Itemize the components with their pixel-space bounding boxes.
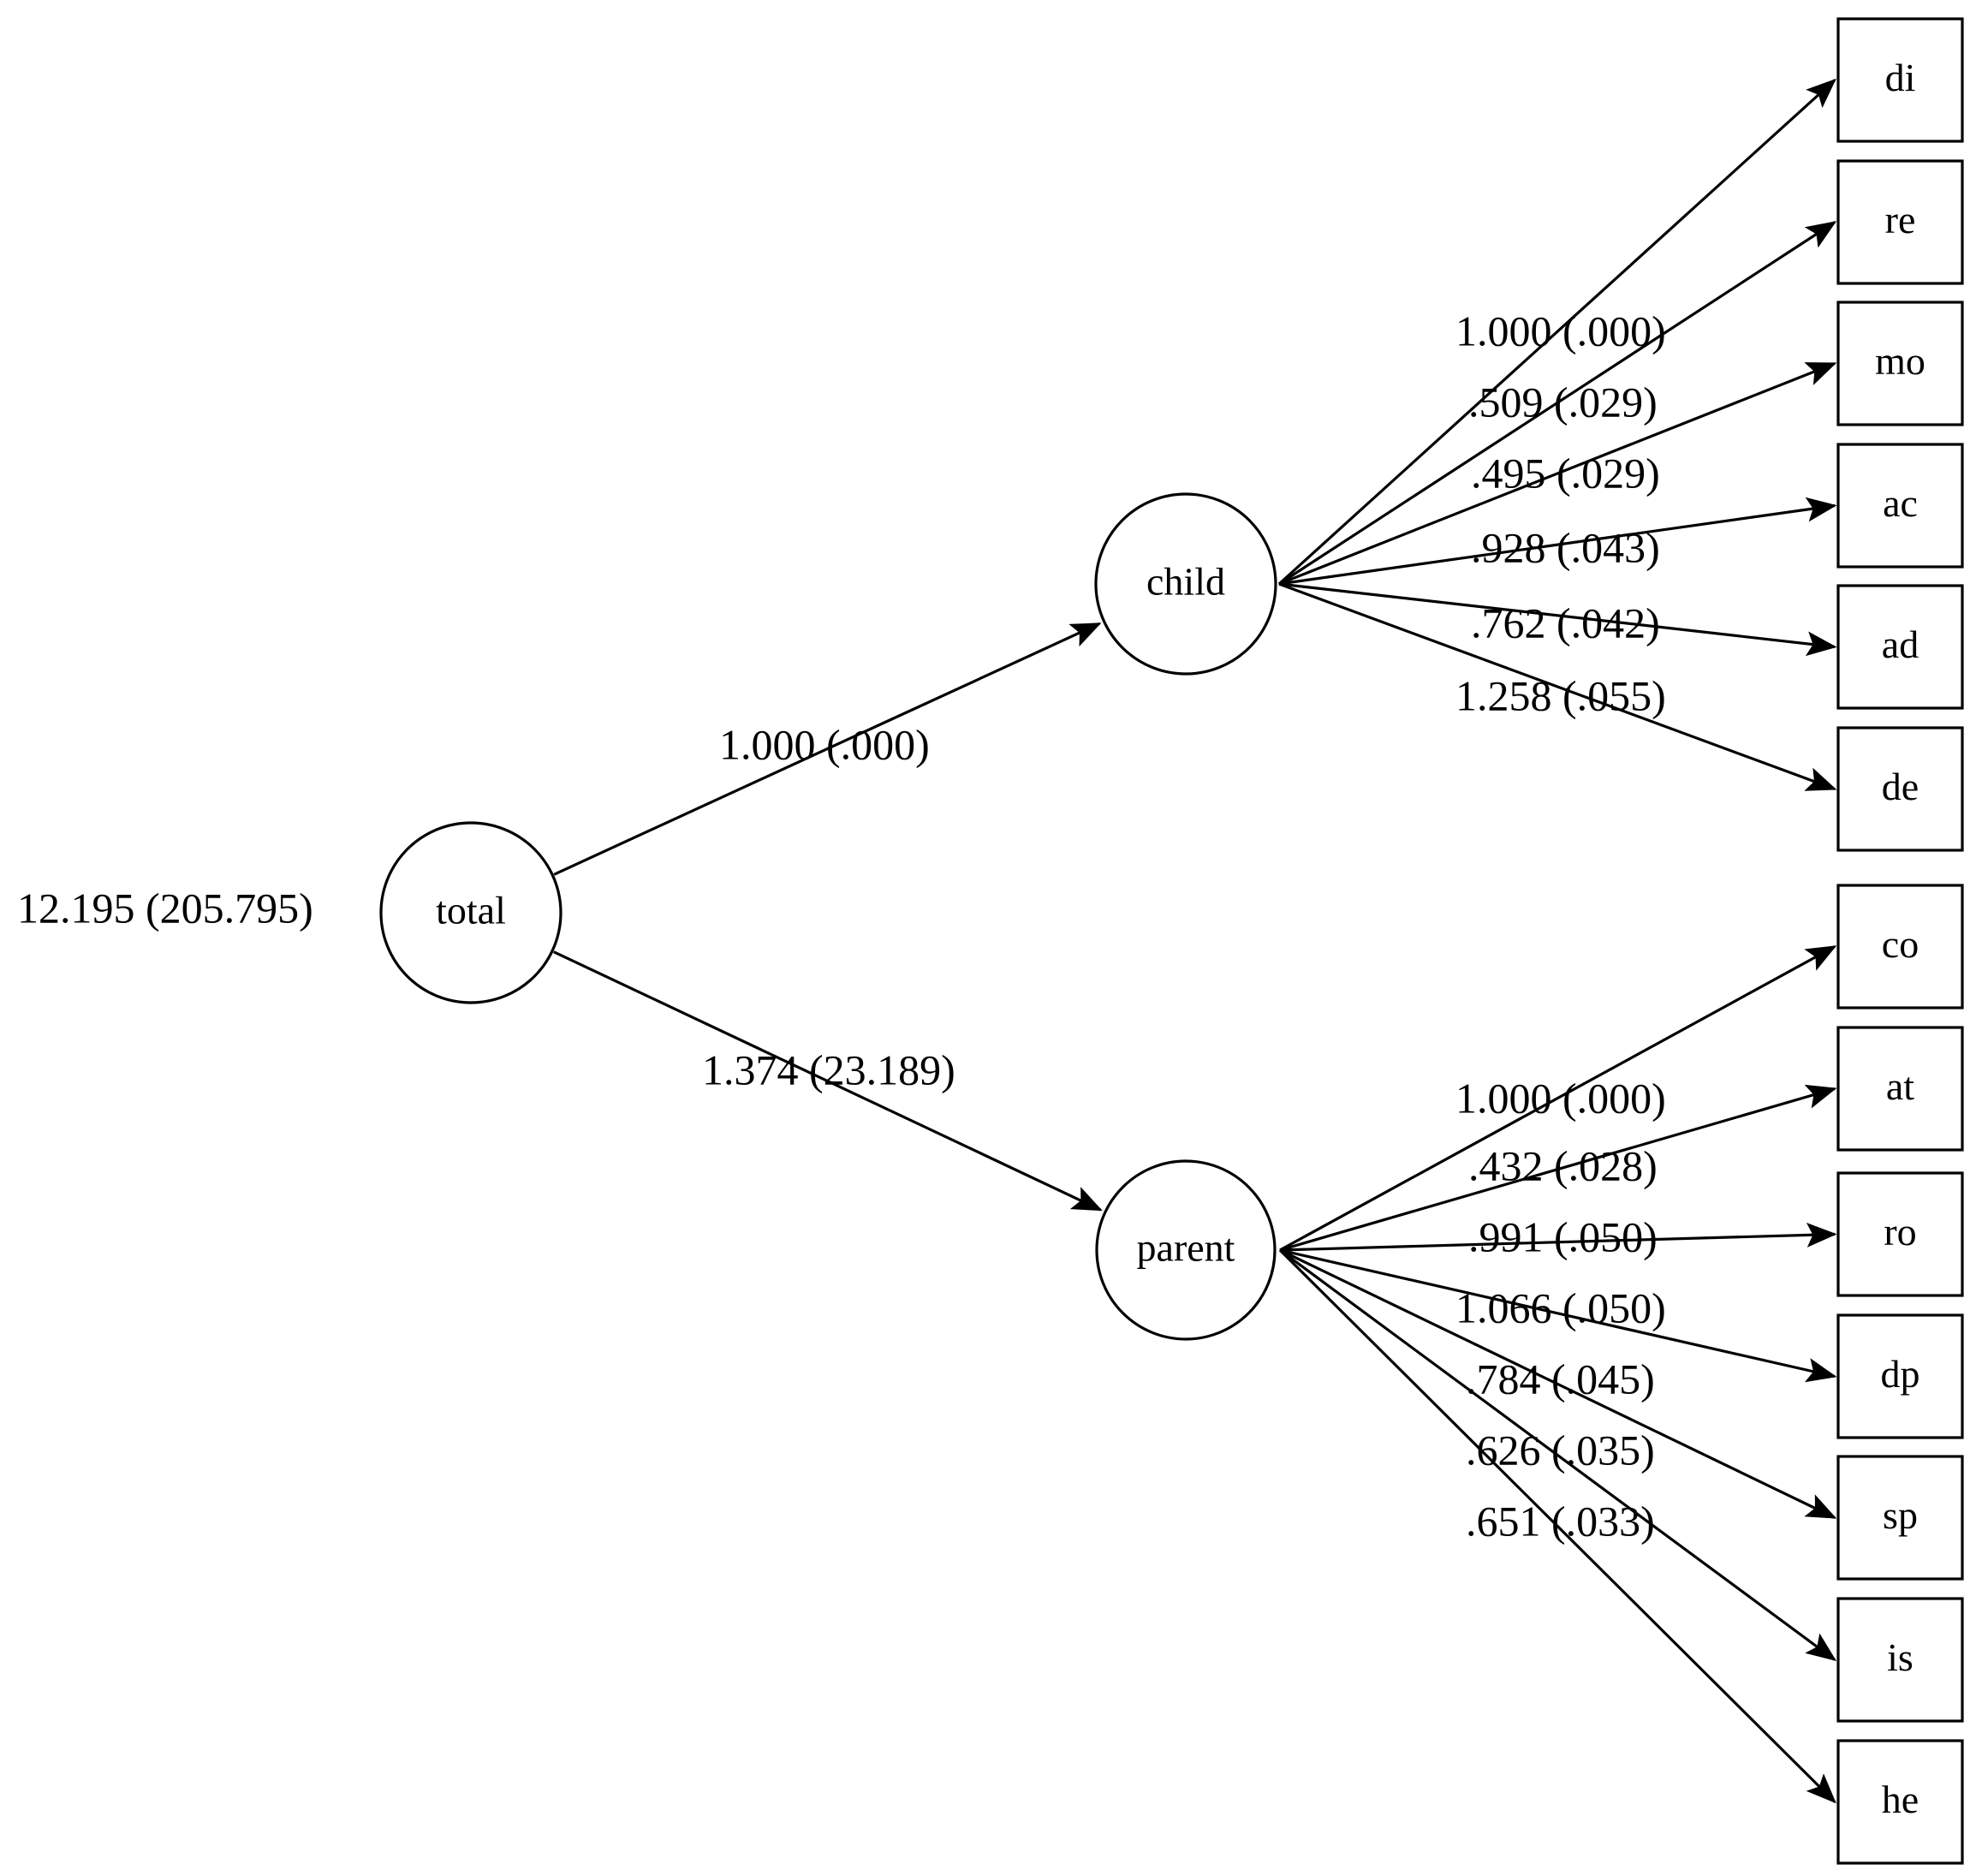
latent-circle-total[interactable] xyxy=(379,821,562,1004)
loading-arrow-parent-co xyxy=(1279,945,1837,1252)
loading-arrow-child-ad xyxy=(1278,582,1837,657)
loading-arrow-child-ac xyxy=(1278,497,1837,586)
latent-circle-parent[interactable] xyxy=(1095,1159,1277,1341)
indicator-label-is: is xyxy=(1887,1635,1914,1679)
loading-arrow-parent-ro xyxy=(1279,1223,1837,1252)
indicator-label-de: de xyxy=(1882,765,1919,808)
loading-arrow-parent-at xyxy=(1279,1084,1837,1252)
indicator-box-re[interactable] xyxy=(1836,159,1964,285)
latent-label-total: total xyxy=(436,889,506,932)
indicator-box-mo[interactable] xyxy=(1836,301,1964,426)
loading-arrow-child-re xyxy=(1278,221,1837,586)
edge-labels-layer: 12.195 (205.795) 1.000 (.000) 1.374 (23.18… xyxy=(17,307,1666,1545)
loading-arrow-parent-sp xyxy=(1279,1248,1837,1519)
loading-estimate-child-de: 1.258 (.055) xyxy=(1455,671,1666,719)
loading-arrow-parent-he xyxy=(1278,1248,1836,1804)
loading-estimate-child-ad: .762 (.042) xyxy=(1471,599,1660,646)
loading-arrow-child-de xyxy=(1278,582,1837,791)
loading-estimate-child-ac: .928 (.043) xyxy=(1471,523,1660,571)
loading-estimate-child-di: 1.000 (.000) xyxy=(1455,307,1666,354)
indicator-label-ro: ro xyxy=(1884,1210,1916,1254)
indicator-box-ad[interactable] xyxy=(1836,584,1964,710)
loading-arrow-child-mo xyxy=(1278,362,1837,586)
path-arrow-total-to-parent xyxy=(553,950,1103,1212)
loading-arrow-child-di xyxy=(1277,78,1836,586)
loading-estimate-child-mo: .495 (.029) xyxy=(1471,449,1660,497)
loading-estimate-parent-at: .432 (.028) xyxy=(1468,1141,1658,1189)
indicator-box-di[interactable] xyxy=(1836,17,1964,143)
indicator-box-at[interactable] xyxy=(1836,1026,1964,1152)
path-arrow-total-to-child xyxy=(553,622,1102,876)
indicator-box-ac[interactable] xyxy=(1836,443,1964,569)
path-estimate-total-to-child: 1.000 (.000) xyxy=(719,720,930,768)
latent-label-parent: parent xyxy=(1137,1226,1235,1270)
variance-label-total: 12.195 (205.795) xyxy=(17,884,313,932)
indicator-box-is[interactable] xyxy=(1836,1597,1964,1723)
loading-estimate-parent-sp: .784 (.045) xyxy=(1466,1355,1655,1403)
loading-estimate-parent-ro: .991 (.050) xyxy=(1468,1212,1658,1260)
indicator-label-at: at xyxy=(1886,1064,1914,1108)
indicator-label-ac: ac xyxy=(1883,481,1918,525)
indicator-box-dp[interactable] xyxy=(1836,1313,1964,1439)
path-estimate-total-to-parent: 1.374 (23.189) xyxy=(702,1045,955,1093)
loading-estimate-parent-dp: 1.066 (.050) xyxy=(1455,1283,1666,1331)
indicator-label-sp: sp xyxy=(1883,1493,1918,1537)
indicator-box-co[interactable] xyxy=(1836,884,1964,1009)
loading-estimate-parent-co: 1.000 (.000) xyxy=(1455,1074,1666,1122)
indicator-label-he: he xyxy=(1882,1778,1919,1821)
indicator-box-sp[interactable] xyxy=(1836,1455,1964,1581)
loading-estimate-parent-is: .626 (.035) xyxy=(1466,1426,1655,1474)
latent-circle-child[interactable] xyxy=(1094,492,1277,676)
latent-label-child: child xyxy=(1146,560,1225,604)
edges-layer xyxy=(553,78,1837,1804)
loading-estimate-parent-he: .651 (.033) xyxy=(1466,1497,1655,1545)
indicator-box-he[interactable] xyxy=(1836,1739,1964,1865)
latent-nodes-layer: total child parent xyxy=(379,492,1277,1341)
loading-arrow-parent-is xyxy=(1279,1248,1837,1662)
loading-estimate-child-re: .509 (.029) xyxy=(1468,378,1658,426)
indicator-label-mo: mo xyxy=(1875,339,1925,383)
indicator-label-co: co xyxy=(1882,922,1919,966)
indicator-box-ro[interactable] xyxy=(1836,1171,1964,1297)
indicator-boxes-layer: di re mo ac ad de co at ro dp sp is he xyxy=(1836,17,1964,1865)
indicator-label-ad: ad xyxy=(1882,622,1919,666)
indicator-box-de[interactable] xyxy=(1836,726,1964,852)
indicator-label-dp: dp xyxy=(1881,1352,1920,1396)
indicator-label-di: di xyxy=(1885,56,1916,99)
indicator-label-re: re xyxy=(1885,198,1916,241)
loading-arrow-parent-dp xyxy=(1279,1248,1837,1383)
